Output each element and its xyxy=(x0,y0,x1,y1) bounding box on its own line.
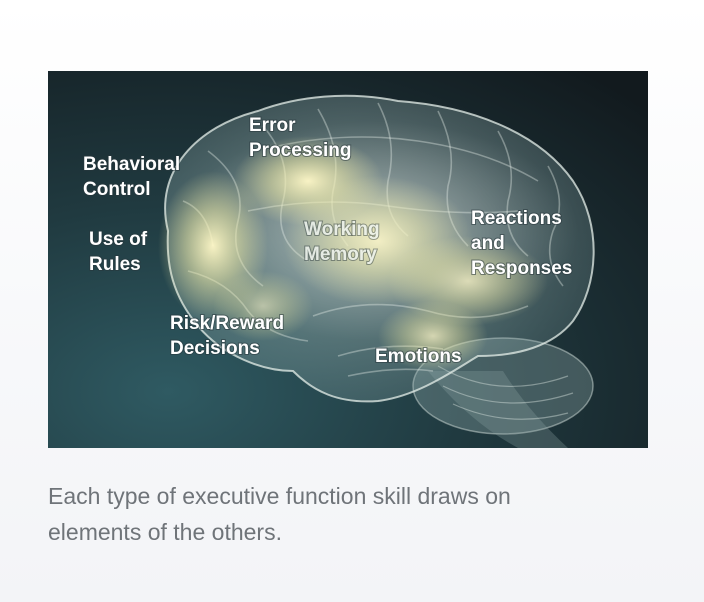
svg-text:Use of: Use of xyxy=(89,229,148,250)
svg-text:and: and xyxy=(471,233,505,254)
svg-text:Rules: Rules xyxy=(89,254,141,275)
svg-text:Processing: Processing xyxy=(249,140,351,161)
label-working-memory: Working Memory xyxy=(303,218,381,266)
label-use-of-rules: Use of Rules xyxy=(88,228,149,276)
brain-illustration: Error Processing Behavioral Control Use … xyxy=(48,71,648,448)
svg-text:Working: Working xyxy=(304,219,380,240)
svg-text:Risk/Reward: Risk/Reward xyxy=(170,313,284,334)
svg-text:Responses: Responses xyxy=(471,258,572,279)
svg-text:Error: Error xyxy=(249,115,296,136)
figure-caption: Each type of executive function skill dr… xyxy=(48,483,511,545)
label-behavioral-control: Behavioral Control xyxy=(82,153,181,201)
svg-text:Decisions: Decisions xyxy=(170,338,260,359)
label-error-processing: Error Processing xyxy=(248,114,352,162)
svg-text:Emotions: Emotions xyxy=(375,346,462,367)
svg-text:Control: Control xyxy=(83,179,151,200)
activity-glow xyxy=(158,136,548,371)
label-emotions: Emotions xyxy=(374,345,463,368)
svg-text:Reactions: Reactions xyxy=(471,208,562,229)
svg-text:Memory: Memory xyxy=(304,244,377,265)
label-risk-reward-decisions: Risk/Reward Decisions xyxy=(169,312,285,360)
brain-image: Error Processing Behavioral Control Use … xyxy=(48,71,648,448)
svg-text:Behavioral: Behavioral xyxy=(83,154,180,175)
label-reactions-and-responses: Reactions and Responses xyxy=(470,207,573,280)
